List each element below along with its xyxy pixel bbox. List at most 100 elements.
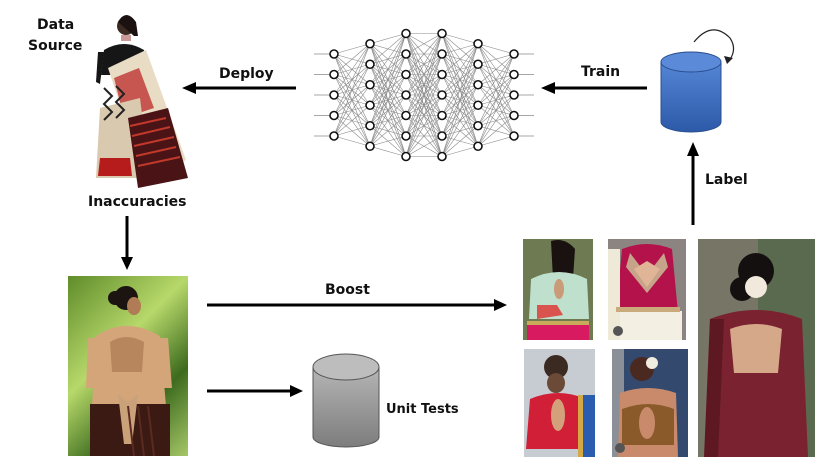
nn-node — [437, 131, 447, 141]
nn-node — [509, 131, 519, 141]
nn-edge — [333, 105, 371, 137]
nn-edge — [405, 74, 443, 157]
nn-edge — [333, 135, 371, 147]
data-source-label-line1: Data — [37, 17, 75, 33]
nn-node — [473, 38, 483, 49]
nn-node — [401, 131, 411, 141]
nn-edge — [369, 33, 407, 126]
neural-network — [314, 28, 534, 162]
nn-edge — [477, 43, 515, 55]
nn-node — [509, 69, 519, 80]
inaccuracy-image — [68, 276, 188, 456]
nn-edge — [405, 33, 443, 96]
nn-edge — [441, 43, 479, 157]
nn-edge — [441, 33, 479, 45]
nn-edge — [333, 43, 371, 55]
nn-edge — [369, 33, 407, 85]
nn-node — [365, 141, 375, 152]
nn-node — [329, 90, 339, 100]
nn-edge — [477, 94, 515, 147]
nn-edge — [441, 84, 479, 157]
nn-edge — [405, 135, 443, 157]
nn-edge — [405, 53, 443, 157]
nn-node — [329, 131, 339, 141]
nn-edge — [477, 53, 515, 85]
boosted-image-2 — [608, 239, 686, 340]
label-label: Label — [705, 172, 748, 188]
data-source-label-line2: Source — [28, 38, 83, 54]
nn-edge — [477, 53, 515, 65]
nn-edge — [441, 43, 479, 55]
nn-edge — [477, 53, 515, 126]
nn-node — [509, 110, 519, 121]
nn-edge — [477, 53, 515, 147]
nn-edge — [333, 43, 371, 116]
nn-edge — [441, 125, 479, 157]
nn-node — [329, 110, 339, 121]
training-database-icon — [660, 51, 722, 133]
nn-edge — [441, 43, 479, 75]
nn-node — [365, 38, 375, 49]
boosted-image-3 — [524, 349, 595, 457]
nn-node — [437, 110, 447, 121]
nn-node — [437, 151, 447, 162]
nn-node — [437, 49, 447, 59]
train-label: Train — [581, 64, 621, 80]
nn-node — [509, 49, 519, 59]
nn-node — [401, 28, 411, 39]
nn-edge — [405, 33, 443, 157]
nn-node — [401, 69, 411, 80]
nn-edge — [333, 64, 371, 137]
nn-node — [437, 90, 447, 100]
nn-edge — [477, 135, 515, 147]
nn-node — [329, 49, 339, 59]
nn-edge — [477, 74, 515, 147]
nn-edge — [441, 43, 479, 116]
nn-edge — [405, 33, 443, 137]
nn-edge — [441, 43, 479, 137]
unit-tests-label: Unit Tests — [386, 402, 459, 417]
nn-node — [473, 79, 483, 90]
nn-edge — [441, 64, 479, 157]
nn-edge — [369, 33, 407, 45]
nn-node — [473, 59, 483, 70]
nn-edge — [333, 43, 371, 75]
nn-node — [401, 90, 411, 100]
nn-edge — [333, 43, 371, 137]
nn-node — [473, 141, 483, 152]
nn-edge — [441, 105, 479, 157]
nn-edge — [405, 33, 443, 75]
nn-edge — [405, 115, 443, 157]
nn-edge — [333, 125, 371, 137]
boost-arrow — [207, 299, 507, 311]
nn-node — [365, 100, 375, 111]
nn-edge — [369, 145, 407, 157]
nn-node — [401, 151, 411, 162]
train-arrow — [541, 82, 647, 94]
nn-edge — [405, 33, 443, 55]
nn-edge — [369, 53, 407, 147]
nn-node — [365, 59, 375, 70]
nn-edge — [369, 135, 407, 147]
label-arrow — [687, 142, 699, 225]
nn-edge — [477, 53, 515, 106]
nn-node — [401, 110, 411, 121]
nn-node — [437, 28, 447, 39]
nn-node — [401, 49, 411, 59]
nn-edge — [405, 33, 443, 116]
deploy-arrow — [182, 82, 296, 94]
nn-node — [473, 100, 483, 111]
boosted-image-4 — [612, 349, 688, 457]
inaccuracies-arrow — [121, 216, 133, 270]
deploy-label: Deploy — [219, 66, 274, 82]
nn-edge — [369, 115, 407, 147]
nn-edge — [369, 33, 407, 147]
refresh-arrow-icon — [693, 29, 735, 64]
nn-edge — [369, 74, 407, 147]
nn-node — [365, 79, 375, 90]
nn-edge — [405, 94, 443, 157]
nn-node — [509, 90, 519, 100]
boost-label: Boost — [325, 282, 370, 298]
nn-node — [365, 120, 375, 131]
nn-edge — [441, 43, 479, 96]
